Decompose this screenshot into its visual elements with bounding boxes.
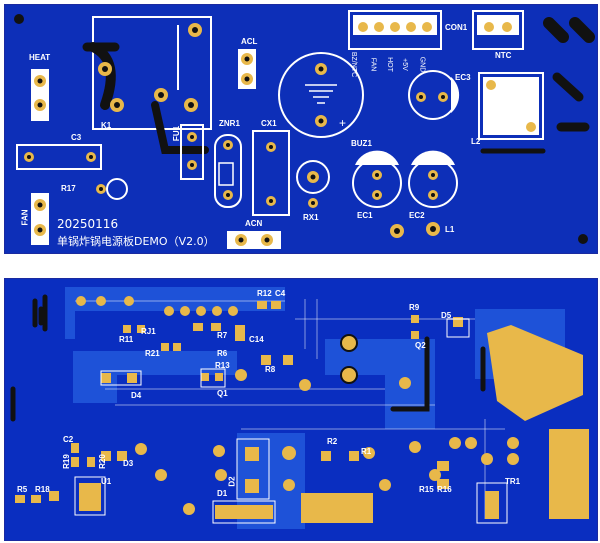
label-ec2: EC2 [409,211,425,220]
svg-text:+: + [339,116,346,130]
fuse-fu1-outline [180,124,204,180]
label-r18: R18 [35,485,50,494]
label-cx1: CX1 [261,119,277,128]
label-fu1: FU1 [172,125,182,142]
label-r9: R9 [409,303,420,312]
d1-pad [215,505,273,519]
label-con1: CON1 [445,23,468,32]
label-rx1: RX1 [303,213,319,222]
label-q2: Q2 [415,341,426,350]
ntc-connector-outline [472,10,524,50]
label-rj1: RJ1 [141,327,156,336]
label-r20: R20 [97,454,107,469]
power-pad-bottom-right [549,429,589,519]
relay-k1-outline [92,16,212,130]
label-d2: D2 [227,476,237,487]
label-r13: R13 [215,361,230,370]
label-r16: R16 [437,485,452,494]
label-r15: R15 [419,485,434,494]
label-ec1: EC1 [357,211,373,220]
label-r21: R21 [145,349,160,358]
label-r19: R19 [61,454,71,469]
cap-c3-outline [16,144,102,170]
bottom-pcb-view: R12 C4 R11 RJ1 R21 R7 C14 R6 R13 R8 Q1 D… [4,278,598,541]
pin-label-hot: HOT [385,57,393,72]
label-r5: R5 [17,485,28,494]
label-ec3: EC3 [455,73,471,82]
label-tr1: TR1 [505,477,521,486]
label-r17: R17 [61,184,76,193]
relay-black-trace [88,42,116,110]
connector-5pin-pads [358,22,432,32]
pin-label-bz-ntc: BZ/NTC [350,51,358,78]
routed-slots [10,294,486,422]
inductor-l2-outline [478,72,544,140]
label-l1: L1 [445,225,455,234]
label-r2: R2 [327,437,338,446]
silk-outlines [74,318,508,524]
label-acn: ACN [245,219,263,228]
label-r8: R8 [265,365,276,374]
board-title: 单锅炸锅电源板DEMO（V2.0） [57,235,215,248]
label-d4: D4 [131,391,142,400]
label-c3: C3 [71,133,82,142]
label-znr1: ZNR1 [219,119,240,128]
label-c14: C14 [249,335,264,344]
label-l2: L2 [471,137,481,146]
label-u1: U1 [101,477,112,486]
label-r6: R6 [217,349,228,358]
label-d1: D1 [217,489,228,498]
rx1-outline [296,160,330,194]
label-c4: C4 [275,289,286,298]
label-buz1: BUZ1 [351,139,372,148]
power-pad-bottom-mid [301,493,373,523]
board-date-code: 20250116 [57,217,119,231]
pin-label-gnd: GND [418,56,426,73]
label-r11: R11 [119,335,134,344]
bottom-pcb-graphics [5,279,597,540]
traces [75,299,505,519]
top-pcb-view: + [4,4,598,254]
top-pcb-graphics: + [14,10,595,249]
label-r1: R1 [361,447,372,456]
varistor-znr1-outline [214,134,242,208]
label-q1: Q1 [217,389,228,398]
power-pad-top-right [487,325,583,421]
label-d5: D5 [441,311,452,320]
pin-label-5v: +5V [400,58,408,71]
smd-pads [15,301,499,519]
copper-fill-mid [73,351,237,403]
cap-cx1-outline [252,130,290,216]
cap-ec3-outline [408,70,458,120]
label-r7: R7 [217,331,228,340]
label-k1: K1 [101,121,112,130]
through-hole-pads [76,296,519,515]
copper-fill-top [65,287,285,339]
pin-label-fan: FAN [369,57,377,72]
relay-pads [98,23,202,112]
connector-5pin-outline [348,10,442,50]
label-acl: ACL [241,37,258,46]
label-r12: R12 [257,289,272,298]
label-ntc: NTC [495,51,512,60]
fuse-black-trace [151,101,209,154]
buzzer-buz1-outline [278,52,364,138]
label-d3: D3 [123,459,134,468]
r17-outline [106,178,128,200]
speaker-icon [305,84,337,104]
label-heat: HEAT [29,53,51,62]
label-fan: FAN [20,209,30,226]
label-c2: C2 [63,435,74,444]
